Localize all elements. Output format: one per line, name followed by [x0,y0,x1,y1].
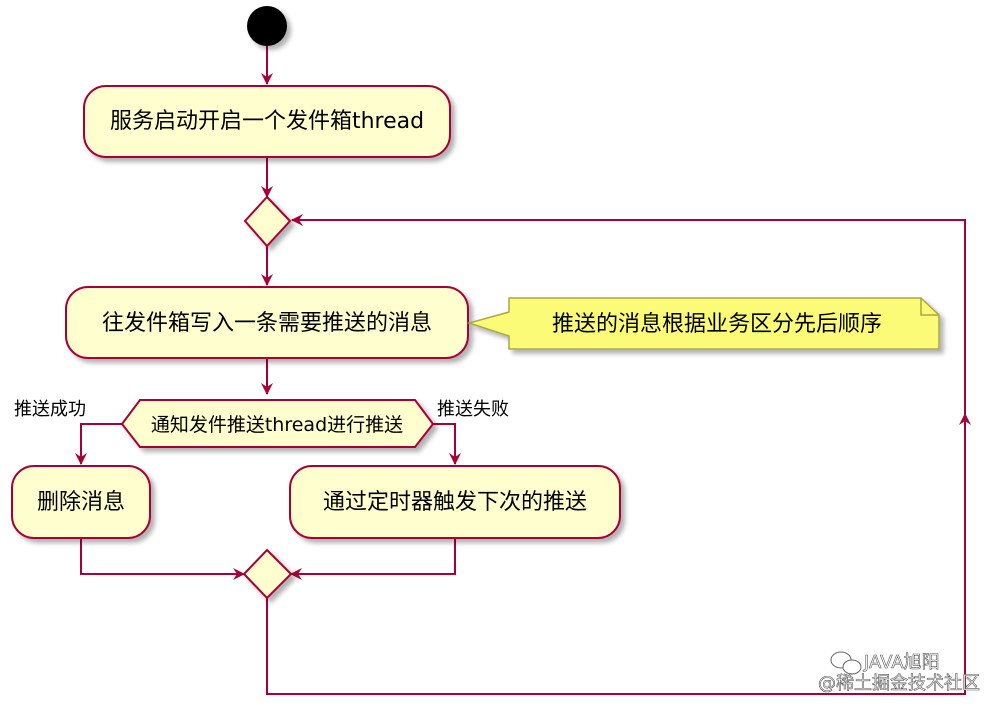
branch-label-success: 推送成功 [14,399,86,420]
decision-label: 通知发件推送thread进行推送 [151,414,403,436]
arrow-delete-to-join [80,538,245,580]
merge-diamond-bottom [242,548,293,600]
start-node [247,6,287,46]
arrow-success-branch [75,423,122,465]
arrow-loop-to-merge [291,214,966,430]
watermark-line1: JAVA旭阳 [863,652,940,673]
arrow-failure-branch [433,423,461,465]
activity-delete-message: 删除消息 [11,465,151,539]
activity-retry-timer: 通过定时器触发下次的推送 [289,465,621,539]
merge-diamond-top [243,195,292,248]
loop-return-line [266,416,966,695]
activity-start-outbox-label: 服务启动开启一个发件箱thread [110,109,424,134]
note-box [466,297,940,350]
watermark-line2: @稀土掘金技术社区 [818,673,980,694]
connectors [75,46,971,695]
watermark: JAVA旭阳 @稀土掘金技术社区 [818,651,980,694]
note-fold [920,298,939,316]
activity-delete-message-label: 删除消息 [37,490,125,515]
activity-write-outbox-label: 往发件箱写入一条需要推送的消息 [102,311,432,336]
decision-push: 通知发件推送thread进行推送 [120,399,435,448]
branch-label-failure: 推送失败 [437,399,509,420]
activity-write-outbox: 往发件箱写入一条需要推送的消息 [65,286,469,359]
activity-retry-timer-label: 通过定时器触发下次的推送 [323,490,587,515]
note: 推送的消息根据业务区分先后顺序 [466,297,940,350]
note-text: 推送的消息根据业务区分先后顺序 [552,312,882,337]
activity-start-outbox: 服务启动开启一个发件箱thread [83,85,451,158]
arrow-retry-to-join [290,538,456,580]
wechat-icon [830,651,862,675]
